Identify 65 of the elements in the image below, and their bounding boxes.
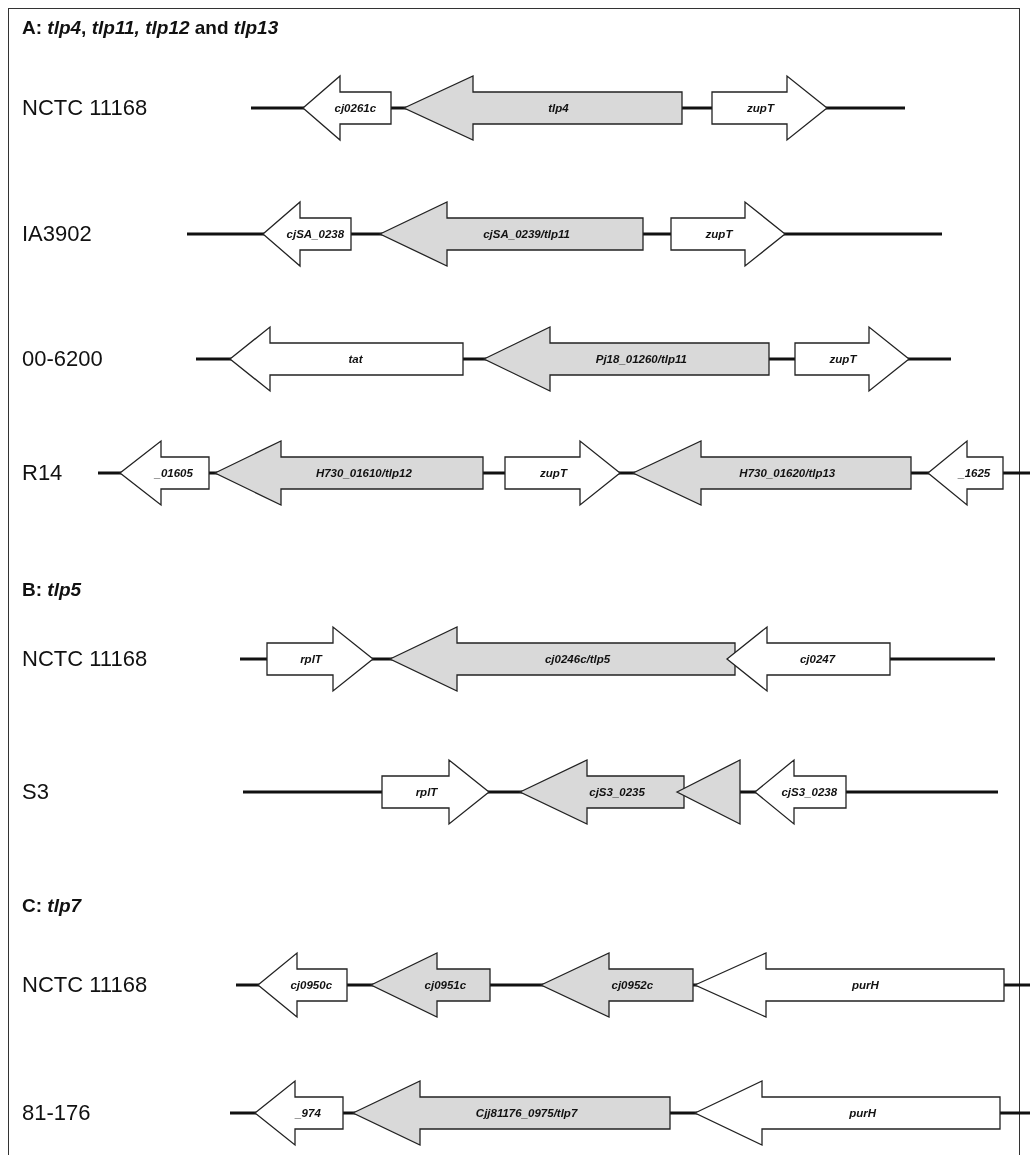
gene-symbol <box>795 327 909 391</box>
gene-symbol <box>671 202 785 266</box>
section-heading: C: tlp7 <box>22 895 82 917</box>
section-heading: B: tlp5 <box>22 579 82 601</box>
gene-name: purH <box>852 979 879 991</box>
gene-name: H730_01620/tlp13 <box>739 467 836 479</box>
gene-name: rplT <box>415 786 438 798</box>
gene-name: zupT <box>705 228 733 240</box>
gene-symbol <box>267 627 373 691</box>
gene-symbol <box>258 953 347 1017</box>
gene-name: tat <box>348 353 363 365</box>
gene-name: cj0951c <box>424 979 467 991</box>
gene-symbol <box>215 441 483 505</box>
gene-symbol <box>390 627 735 691</box>
gene-symbol <box>755 760 846 824</box>
strain-name: 00-6200 <box>22 346 103 372</box>
gene-name: H730_01610/tlp12 <box>315 467 412 479</box>
section-heading: A: tlp4, tlp11, tlp12 and tlp13 <box>22 17 279 39</box>
gene-symbol <box>928 441 1003 505</box>
gene-symbol <box>695 1081 1000 1145</box>
gene-symbol <box>303 76 391 140</box>
gene-symbol <box>230 327 463 391</box>
gene-symbol <box>353 1081 670 1145</box>
strain-name: NCTC 11168 <box>22 646 148 672</box>
gene-name: cj0261c <box>334 102 377 114</box>
gene-name: zupT <box>540 467 567 479</box>
gene-symbol <box>382 760 489 824</box>
gene-symbol <box>263 202 351 266</box>
gene-name: cj0952c <box>611 979 654 991</box>
gene-name: _974 <box>295 1107 321 1119</box>
gene-symbol <box>120 441 209 505</box>
strain-name: NCTC 11168 <box>22 972 148 998</box>
gene-symbol <box>633 441 911 505</box>
gene-name: zupT <box>829 353 857 365</box>
gene-name: rplT <box>300 653 322 665</box>
gene-symbol <box>695 953 1004 1017</box>
strain-name: S3 <box>22 779 49 805</box>
strain-name: 81-176 <box>22 1100 91 1126</box>
gene-name: cjS3_0238 <box>781 786 838 798</box>
gene-name: _01605 <box>154 467 193 479</box>
gene-name: cj0246c/tlp5 <box>544 653 611 665</box>
gene-symbol <box>371 953 490 1017</box>
gene-symbol <box>727 627 890 691</box>
gene-name: cj0950c <box>290 979 333 991</box>
gene-symbol <box>255 1081 343 1145</box>
gene-name: cjSA_0239/tlp11 <box>483 228 570 240</box>
strain-name: IA3902 <box>22 221 92 247</box>
gene-name: cjS3_0235 <box>589 786 645 798</box>
gene-name: cj0247 <box>799 653 836 665</box>
gene-name: zupT <box>747 102 774 114</box>
gene-symbol <box>404 76 682 140</box>
gene-name: cjSA_0238 <box>286 228 345 240</box>
gene-symbol <box>541 953 693 1017</box>
gene-name: Pj18_01260/tlp11 <box>595 353 687 365</box>
gene-name: purH <box>849 1107 876 1119</box>
gene-name: _1625 <box>958 467 991 479</box>
gene-symbol <box>484 327 769 391</box>
truncated-gene-symbol <box>677 760 740 824</box>
strain-name: NCTC 11168 <box>22 95 148 121</box>
gene-name: tlp4 <box>548 102 569 114</box>
gene-name: Cjj81176_0975/tlp7 <box>475 1107 578 1119</box>
gene-symbol <box>505 441 620 505</box>
gene-symbol <box>712 76 827 140</box>
gene-symbol <box>380 202 643 266</box>
strain-name: R14 <box>22 460 63 486</box>
